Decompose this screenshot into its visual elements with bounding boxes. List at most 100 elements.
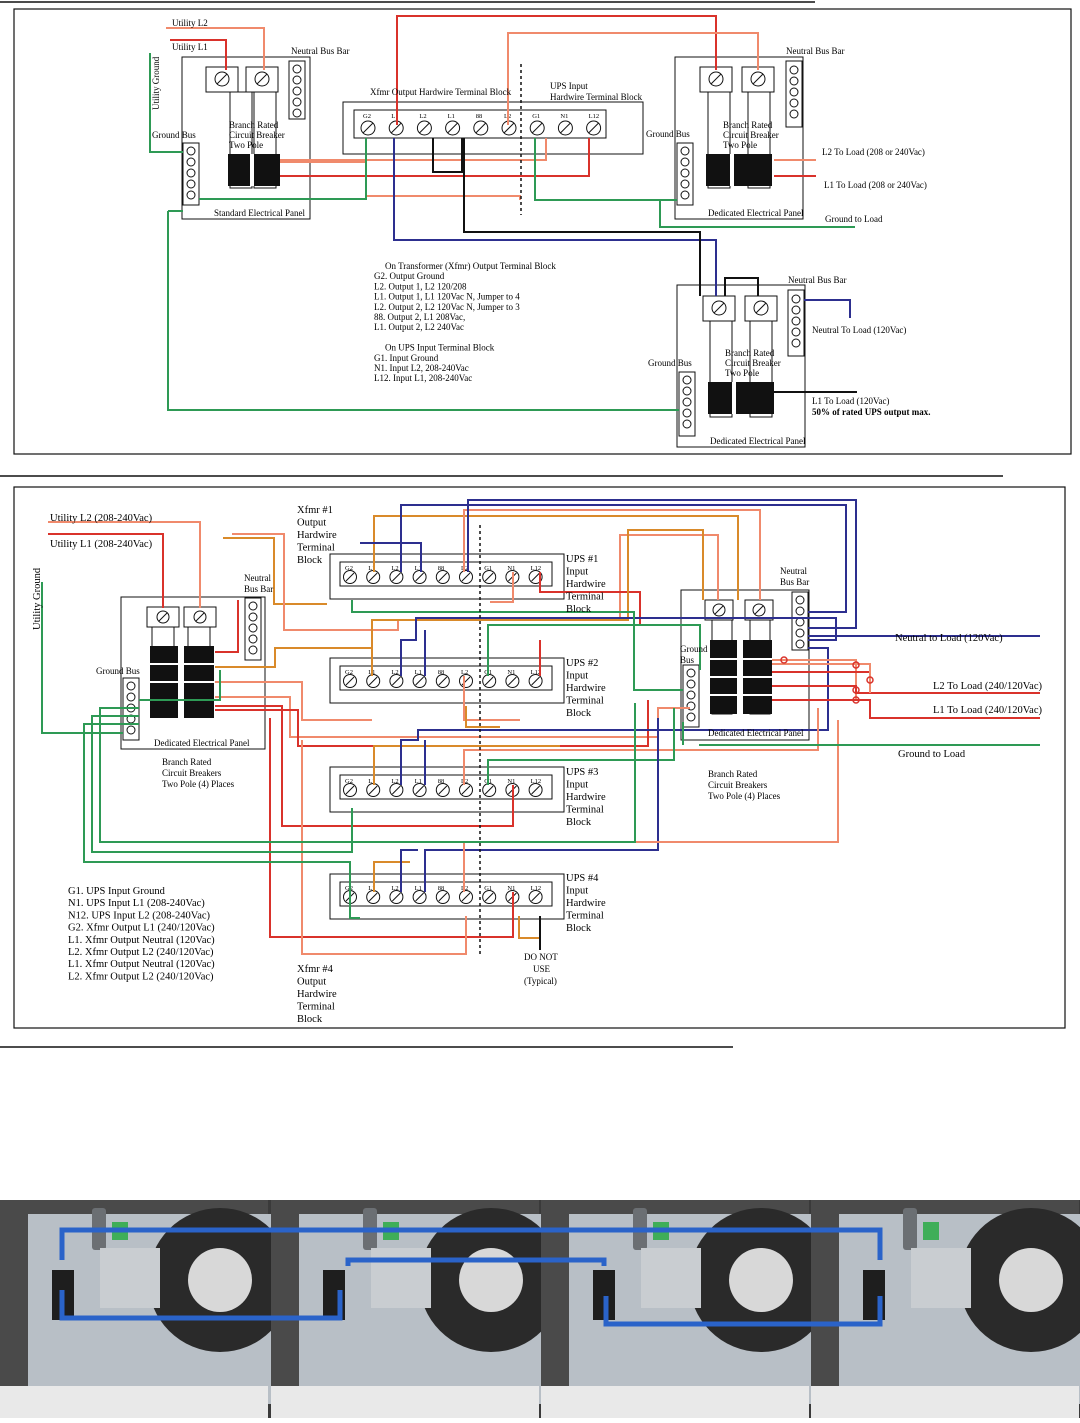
label-ground-bus-b: Ground Bus [646, 129, 690, 139]
terminal-slot [392, 676, 401, 686]
note-line: L12. Input L1, 208-240Vac [374, 373, 472, 383]
label-l2-load-2: L2 To Load (240/120Vac) [933, 681, 1043, 692]
label-ups1: Terminal [566, 592, 604, 603]
dedicated-electrical-panel-bottom [676, 284, 806, 448]
breaker-label-line: Two Pole (4) Places [162, 779, 235, 789]
legend-line: G1. UPS Input Ground [68, 886, 166, 897]
terminal-label: G1 [532, 113, 540, 120]
label-neutral-load: Neutral To Load (120Vac) [812, 325, 906, 335]
terminal-label: G2 [345, 778, 353, 785]
terminal-label: G2 [345, 885, 353, 892]
label-neutral-right-1: Neutral [780, 566, 807, 576]
terminal-label: N1 [507, 778, 515, 785]
terminal-label: L12 [589, 113, 599, 120]
ups-jumper-wires [59, 1227, 883, 1327]
terminal-slot [415, 785, 424, 795]
terminal-screw [412, 674, 427, 688]
terminal-slot [588, 122, 599, 134]
label-ups1: UPS #1 [566, 554, 598, 565]
label-utility-ground-2: Utility Ground [32, 567, 43, 630]
terminal-slot [368, 892, 378, 902]
terminal-slot [368, 572, 378, 582]
terminal-label: L1 [448, 113, 455, 120]
terminal-label: 88 [476, 113, 483, 120]
terminal-screw [459, 674, 473, 688]
label-ups3: Hardwire [566, 792, 606, 803]
note-line: G1. Input Ground [374, 353, 439, 363]
terminal-slot [531, 122, 543, 134]
terminal-screw [435, 570, 450, 584]
terminal-screw [343, 674, 357, 688]
terminal-screw [459, 890, 473, 904]
terminal-label: L1 [368, 885, 375, 892]
label-neutral-left-2: Bus Bar [244, 584, 273, 594]
label-breaker-a-3: Two Pole [229, 140, 263, 150]
label-ups4: Hardwire [566, 898, 606, 909]
terminal-slot [508, 676, 517, 686]
terminal-slot [392, 892, 401, 902]
label-breaker-a-1: Branch Rated [229, 120, 279, 130]
terminal-label: 88 [438, 778, 445, 785]
label-ded-panel-c: Dedicated Electrical Panel [710, 436, 806, 446]
terminal-slot [438, 785, 448, 795]
note-line: N1. Input L2, 208-240Vac [374, 363, 469, 373]
transformer-notes: On Transformer (Xfmr) Output Terminal Bl… [374, 261, 556, 383]
label-ups4: Block [566, 923, 592, 934]
label-l1-load-2: L1 To Load (240/120Vac) [933, 705, 1043, 716]
breaker-label-line: Circuit Breakers [708, 780, 768, 790]
terminal-screw [366, 674, 381, 688]
legend-line: N1. UPS Input L1 (208-240Vac) [68, 898, 205, 909]
dedicated-electrical-panel-right-2 [680, 589, 810, 741]
terminal-label: L1 [415, 565, 422, 572]
label-ground-right-1: Ground [680, 644, 708, 654]
label-ups4: UPS #4 [566, 873, 599, 884]
xfmr-output-terminal-block [342, 101, 644, 155]
terminal-slot [484, 785, 494, 795]
terminal-label: N1 [507, 565, 515, 572]
terminal-slot [484, 892, 494, 902]
label-xfmr4: Terminal [297, 1002, 335, 1013]
note-line: L1. Output 1, L1 120Vac N, Jumper to 4 [374, 292, 520, 302]
legend-line: L2. Xfmr Output L2 (240/120Vac) [68, 971, 214, 982]
terminal-label: L1 [368, 565, 375, 572]
terminal-label: L12 [531, 565, 541, 572]
label-breaker-c-3: Two Pole [725, 368, 759, 378]
note-line: L2. Output 1, L2 120/208 [374, 281, 467, 291]
breaker-label-line: Circuit Breakers [162, 768, 222, 778]
label-ups3: Block [566, 817, 592, 828]
terminal-screw [343, 570, 357, 584]
terminal-slot [503, 122, 515, 134]
terminal-screw [586, 120, 602, 136]
terminal-screw [389, 570, 404, 584]
terminal-label: G1 [484, 565, 492, 572]
terminal-screw [482, 570, 497, 584]
terminal-label: G2 [345, 565, 353, 572]
note-line: L1. Output 2, L2 240Vac [374, 322, 464, 332]
terminal-label: N1 [560, 113, 568, 120]
label-xfmr1: Output [297, 518, 326, 529]
label-ground-load: Ground to Load [825, 214, 883, 224]
label-xfmr1: Terminal [297, 543, 335, 554]
terminal-slot [531, 676, 540, 686]
terminal-label: N1 [507, 885, 515, 892]
label-l1-load-120: L1 To Load (120Vac) [812, 396, 889, 406]
label-max-note: 50% of rated UPS output max. [812, 407, 931, 417]
terminal-slot [438, 676, 448, 686]
terminal-slot [438, 892, 448, 902]
terminal-label: L2 [391, 669, 398, 676]
label-ups2: Terminal [566, 696, 604, 707]
label-ground-bus-c: Ground Bus [648, 358, 692, 368]
label-ups1: Hardwire [566, 579, 606, 590]
terminal-block-ups-4 [329, 873, 565, 920]
note-line: 88. Output 2, L1 208Vac, [374, 312, 465, 322]
terminal-label: L2 [419, 113, 426, 120]
terminal-screw [557, 120, 573, 136]
label-ups-block-2: Hardwire Terminal Block [550, 92, 643, 102]
label-ups1: Block [566, 604, 592, 615]
terminal-slot [345, 676, 355, 686]
label-ups4: Input [566, 886, 588, 897]
